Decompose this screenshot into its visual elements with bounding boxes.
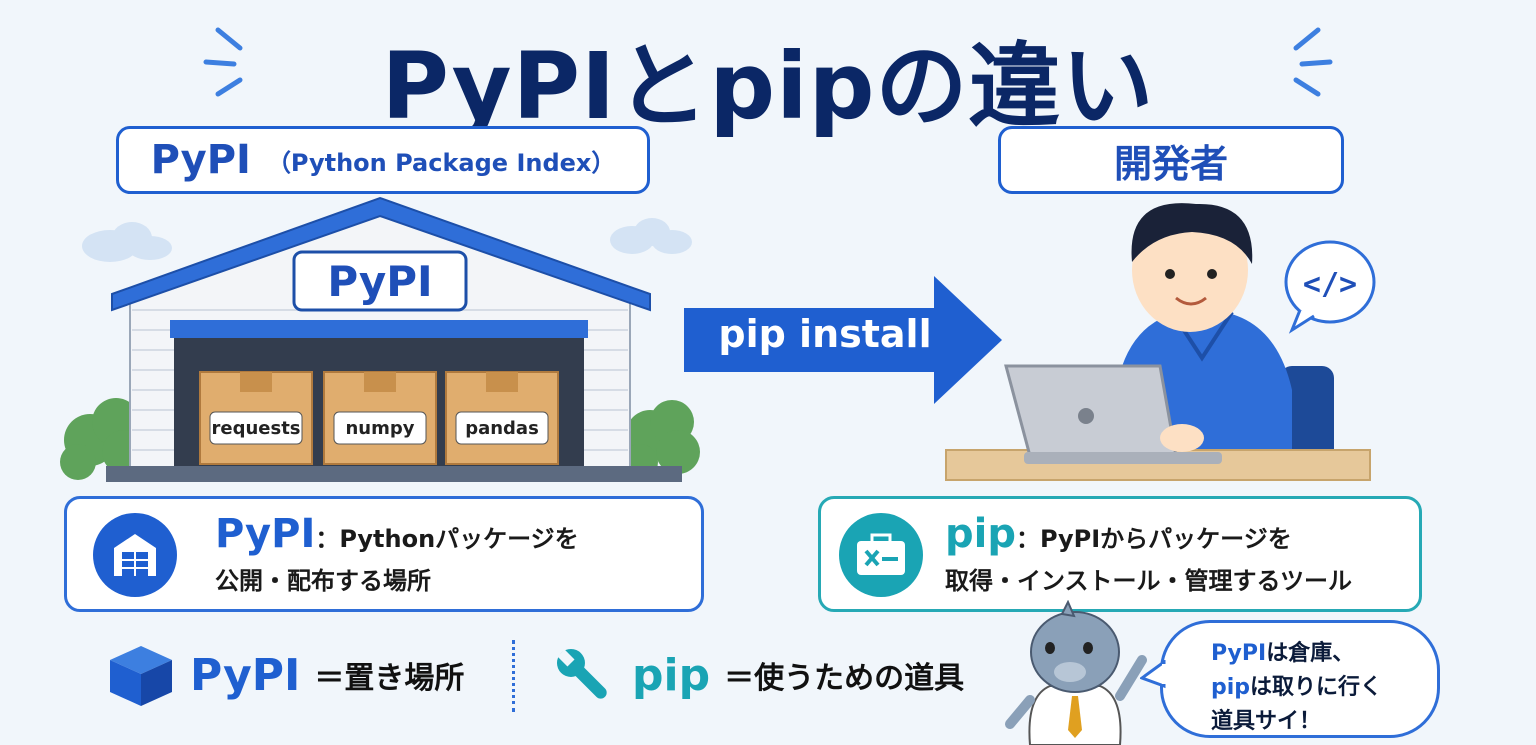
- summary-pypi-keyword: PyPI: [190, 649, 301, 701]
- bush-icon: [60, 398, 146, 480]
- cloud-icon: [82, 222, 172, 262]
- cloud-icon: [610, 218, 692, 254]
- bubble-kw2: pip: [1211, 675, 1251, 700]
- divider: [512, 640, 515, 712]
- warehouse-icon: [93, 513, 177, 597]
- mascot-speech-bubble: PyPIは倉庫、 pipは取りに行く 道具サイ！: [1160, 620, 1440, 738]
- pypi-description-card: PyPI：Pythonパッケージを 公開・配布する場所: [64, 496, 704, 612]
- pypi-desc-line2: 公開・配布する場所: [215, 567, 431, 595]
- box-label-requests: requests: [211, 418, 300, 439]
- box-label-numpy: numpy: [345, 418, 414, 439]
- summary-pip: pip ＝使うための道具: [548, 640, 964, 710]
- pip-desc-line2: 取得・インストール・管理するツール: [945, 567, 1353, 595]
- pip-desc-line1: ：PyPIからパッケージを: [1015, 525, 1292, 553]
- pip-install-label: pip install: [718, 312, 932, 356]
- package-box: pandas: [445, 371, 559, 465]
- summary-pypi: PyPI ＝置き場所: [106, 640, 464, 710]
- pypi-desc-line1: ：Pythonパッケージを: [315, 525, 579, 553]
- bubble-t2: は取りに行く: [1250, 675, 1383, 700]
- package-box: requests: [199, 371, 313, 465]
- pypi-header: PyPI （Python Package Index）: [116, 126, 650, 194]
- pypi-header-name: PyPI: [150, 137, 251, 183]
- page-title: PyPIとpipの違い: [381, 33, 1155, 140]
- wrench-icon: [556, 648, 607, 699]
- bubble-t3: 道具サイ！: [1211, 709, 1322, 734]
- bubble-kw1: PyPI: [1211, 641, 1267, 666]
- pypi-header-full: （Python Package Index）: [266, 148, 616, 177]
- summary-pip-keyword: pip: [632, 649, 711, 701]
- package-box: numpy: [323, 371, 437, 465]
- title-sparks: [203, 27, 1333, 97]
- warehouse-sign: PyPI: [327, 257, 432, 306]
- box-label-pandas: pandas: [465, 418, 539, 439]
- summary-pip-text: ＝使うための道具: [724, 661, 965, 696]
- arrow-icon: [684, 276, 1002, 404]
- bubble-t1: は倉庫、: [1266, 641, 1355, 666]
- code-bubble-icon: </>: [1284, 240, 1376, 334]
- pip-keyword: pip: [945, 511, 1016, 557]
- code-bubble-text: </>: [1303, 267, 1357, 302]
- warehouse-illustration: PyPI requests numpy pandas: [60, 196, 700, 482]
- pip-description-card: pip：PyPIからパッケージを 取得・インストール・管理するツール: [818, 496, 1422, 612]
- summary-pypi-text: ＝置き場所: [314, 661, 465, 696]
- toolbox-icon: [839, 513, 923, 597]
- box-icon: [110, 646, 172, 706]
- developer-header: 開発者: [998, 126, 1344, 194]
- developer-illustration: </>: [945, 203, 1376, 481]
- bubble-tail: [1140, 660, 1170, 689]
- rhino-mascot: [1005, 600, 1147, 745]
- pypi-keyword: PyPI: [215, 511, 316, 557]
